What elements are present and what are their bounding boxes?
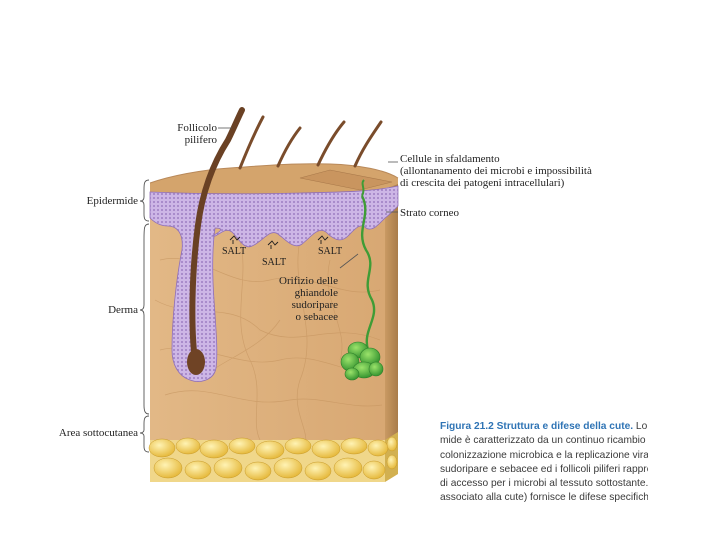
caption-title: Struttura e difese della cute. <box>497 421 633 432</box>
orifice-label-line3: sudoripare <box>270 299 338 311</box>
gland-orifice-label: Orifizio delle ghiandole sudoripare o se… <box>270 275 338 323</box>
shedding-label-line3: di crescita dei patogeni intracellulari) <box>400 177 592 189</box>
follicle-label-line2: pilifero <box>162 134 217 146</box>
caption-line-6: associato alla cute) fornisce le difese … <box>440 491 648 505</box>
shedding-label-line2: (allontanamento dei microbi e impossibil… <box>400 165 592 177</box>
orifice-label-line2: ghiandole <box>270 287 338 299</box>
orifice-label-line4: o sebacee <box>270 311 338 323</box>
caption-line-3: colonizzazione microbica e la replicazio… <box>440 449 648 463</box>
stratum-corneum-label: Strato corneo <box>400 207 459 219</box>
shedding-label-line1: Cellule in sfaldamento <box>400 153 592 165</box>
dermis-label: Derma <box>90 304 138 316</box>
layer-brackets <box>140 180 149 452</box>
caption-line-1: Figura 21.2 Struttura e difese della cut… <box>440 420 648 434</box>
epidermis-label: Epidermide <box>76 195 138 207</box>
caption-line-2: mide è caratterizzato da un continuo ric… <box>440 434 648 448</box>
subcutaneous-label: Area sottocutanea <box>40 427 138 439</box>
caption-line1-rest: Lo <box>633 421 647 432</box>
caption-line-5: di accesso per i microbi al tessuto sott… <box>440 477 648 491</box>
follicle-label: Follicolo pilifero <box>162 122 217 146</box>
hair-strands <box>240 117 381 168</box>
salt-label-1: SALT <box>222 247 246 257</box>
follicle-label-line1: Follicolo <box>162 122 217 134</box>
shedding-cells-label: Cellule in sfaldamento (allontanamento d… <box>400 153 592 189</box>
skin-surface <box>150 164 398 194</box>
figure-caption: Figura 21.2 Struttura e difese della cut… <box>440 420 648 506</box>
caption-line-4: sudoripare e sebacee ed i follicoli pili… <box>440 463 648 477</box>
caption-figure-number: Figura 21.2 <box>440 421 494 432</box>
salt-label-3: SALT <box>318 247 342 257</box>
salt-label-2: SALT <box>262 258 286 268</box>
orifice-label-line1: Orifizio delle <box>270 275 338 287</box>
